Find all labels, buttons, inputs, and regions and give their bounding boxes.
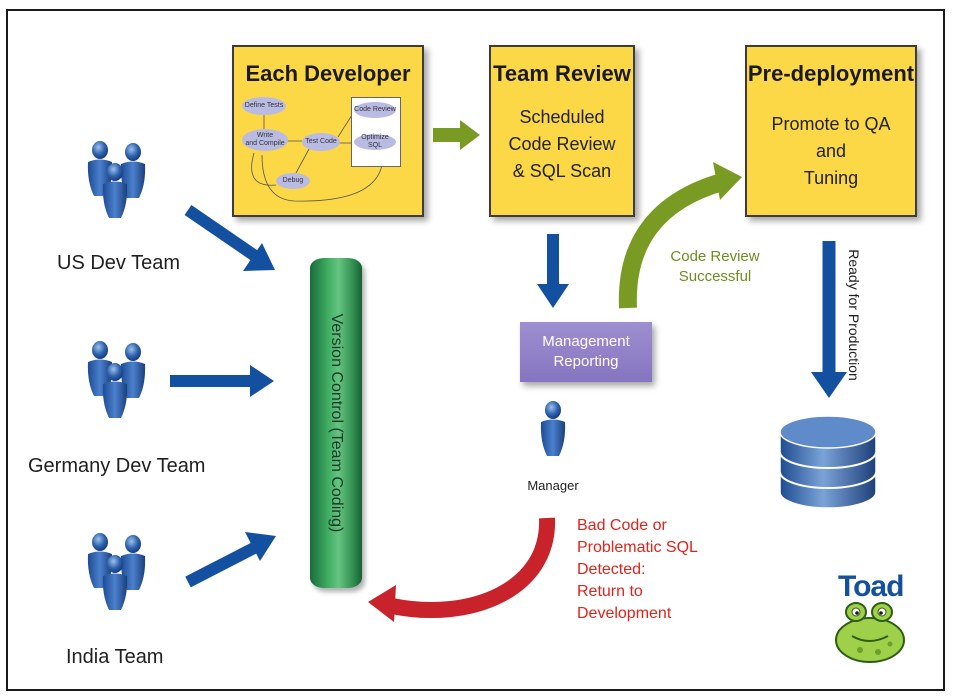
toad-frog-icon: [835, 602, 905, 663]
arrow-return-to-dev: [368, 517, 556, 622]
predeployment-title: Pre-deployment: [747, 61, 915, 86]
toad-logo-text: Toad: [838, 570, 904, 603]
code-review-mini-label: Code Review: [354, 106, 396, 113]
arrow-success-to-predeploy: [618, 162, 742, 309]
each-developer-box: Each Developer Define Tests Write and Co…: [232, 45, 424, 217]
arrow-us-to-vc: [184, 205, 275, 271]
test-code-node: Test Code: [302, 133, 340, 151]
team-review-box: Team Review Scheduled Code Review & SQL …: [489, 45, 635, 217]
failure-line3: Detected:: [577, 561, 646, 578]
arrow-review-to-mgmt: [537, 234, 569, 308]
debug-node: Debug: [276, 173, 310, 189]
manager-person-icon: [540, 401, 566, 456]
optimize-sql-label: Optimize SQL: [361, 134, 389, 149]
write-compile-node: Write and Compile: [242, 129, 288, 151]
arrow-predeploy-to-db: [811, 241, 847, 398]
predeploy-line1: Promote to QA: [771, 114, 891, 134]
database-icon: [779, 415, 877, 509]
germany-team-label: Germany Dev Team: [28, 455, 206, 477]
write-label: Write: [256, 132, 274, 139]
management-line1: Management: [542, 333, 630, 350]
success-line2: Successful: [678, 268, 752, 285]
bad-code-return-text: Bad Code or Problematic SQL Detected: Re…: [577, 515, 727, 625]
ready-for-production-label: Ready for Production: [846, 249, 862, 381]
germany-team-people-icon: [87, 341, 146, 418]
arrow-india-to-vc: [185, 532, 276, 588]
team-review-line3: & SQL Scan: [512, 161, 612, 181]
arrow-germany-to-vc: [170, 365, 274, 397]
version-control-column: Version Control (Team Coding): [310, 258, 362, 588]
failure-line5: Development: [577, 605, 672, 622]
version-control-label: Version Control (Team Coding): [328, 313, 345, 533]
india-team-label: India Team: [66, 646, 164, 668]
arrow-dev-to-review: [433, 120, 480, 150]
code-review-node: Code Review: [354, 102, 396, 118]
management-line2: Reporting: [553, 353, 619, 370]
team-review-title: Team Review: [493, 61, 631, 86]
team-review-body: Scheduled Code Review & SQL Scan: [491, 104, 633, 185]
define-tests-node: Define Tests: [242, 97, 286, 115]
failure-line1: Bad Code or: [577, 517, 667, 534]
success-line1: Code Review: [670, 248, 760, 265]
developer-flow-lines: [251, 107, 383, 202]
us-team-people-icon: [87, 141, 146, 218]
team-review-line1: Scheduled: [519, 107, 605, 127]
predeploy-line2: and: [815, 141, 847, 161]
compile-label: and Compile: [245, 140, 285, 147]
code-review-success-text: Code Review Successful: [660, 247, 770, 287]
predeploy-line3: Tuning: [803, 168, 859, 188]
manager-label: Manager: [527, 478, 579, 493]
debug-label: Debug: [282, 177, 304, 184]
india-team-people-icon: [87, 533, 146, 610]
predeployment-body: Promote to QA and Tuning: [747, 111, 915, 192]
define-tests-label: Define Tests: [244, 102, 284, 109]
us-team-label: US Dev Team: [57, 252, 181, 274]
each-developer-title: Each Developer: [245, 61, 411, 86]
team-review-line2: Code Review: [508, 134, 616, 154]
management-reporting-box: Management Reporting: [520, 322, 652, 382]
optimize-sql-node: Optimize SQL: [354, 134, 396, 150]
failure-line2: Problematic SQL: [577, 539, 698, 556]
failure-line4: Return to: [577, 583, 643, 600]
predeployment-box: Pre-deployment Promote to QA and Tuning: [745, 45, 917, 217]
test-code-label: Test Code: [305, 138, 337, 145]
